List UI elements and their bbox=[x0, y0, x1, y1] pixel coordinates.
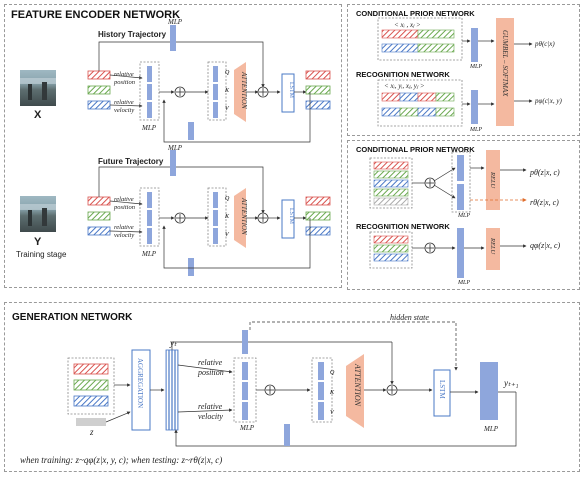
yt-label: yₜ bbox=[170, 338, 177, 348]
gumbel-softmax-block bbox=[496, 18, 514, 126]
cond-prior-title-bottom: CONDITIONAL PRIOR NETWORK bbox=[356, 145, 475, 154]
gumbel-softmax-text: GUMBEL – SOFTMAX bbox=[501, 30, 509, 97]
cp-input-label: < xᵢ , xⱼ > bbox=[394, 21, 421, 29]
mlp-label-bottom-1: MLP bbox=[168, 144, 182, 152]
rel-vel-bottom-2: velocity bbox=[114, 232, 135, 239]
yt-vector bbox=[165, 349, 179, 431]
rel-vel-top-1: relative bbox=[114, 99, 134, 106]
fut-v: V bbox=[225, 232, 230, 238]
aggregation-text: AGGREGATION bbox=[136, 358, 144, 408]
rel-pos-bottom-2: position bbox=[114, 204, 135, 211]
mid-right-panel bbox=[347, 140, 580, 290]
feature-encoder-panel bbox=[4, 4, 342, 288]
hist-input-green bbox=[87, 85, 111, 95]
rn-input-label: < xᵢ, yᵢ, xⱼ, yⱼ > bbox=[384, 82, 425, 90]
rel-pos-bottom-1: relative bbox=[114, 196, 134, 203]
generation-title: GENERATION NETWORK bbox=[12, 312, 133, 323]
fut-lstm-text: LSTM bbox=[288, 208, 294, 225]
relu-text-top: RELU bbox=[489, 171, 496, 190]
gen-k: K bbox=[329, 390, 335, 396]
fut-q: Q bbox=[225, 196, 230, 202]
mlp-label-top-2: MLP bbox=[142, 124, 156, 132]
hidden-state-label: hidden state bbox=[390, 313, 429, 322]
fut-k: K bbox=[224, 214, 230, 220]
fut-attention-block bbox=[234, 188, 246, 248]
relu-block-bottom bbox=[486, 228, 500, 270]
cond-prior-title-top: CONDITIONAL PRIOR NETWORK bbox=[356, 9, 475, 18]
gen-lstm-text: LSTM bbox=[438, 380, 446, 399]
gen-attention-text: ATTENTION bbox=[353, 363, 362, 407]
gen-rel-vel-1: relative bbox=[198, 402, 223, 411]
r-z-label: rθ(z|x, c) bbox=[530, 198, 559, 207]
gen-v: V bbox=[330, 410, 335, 416]
recognition-title-bottom: RECOGNITION NETWORK bbox=[356, 222, 450, 231]
generation-diagram: AGGREGATION Q bbox=[67, 321, 517, 447]
generation-footer: when training: z~qφ(z|x, y, c); when tes… bbox=[20, 455, 223, 465]
rel-vel-top-2: velocity bbox=[114, 107, 135, 114]
hist-mlp-3 bbox=[147, 102, 152, 118]
future-branch: Q K V ATTENTION LSTM bbox=[87, 150, 331, 276]
scene-image-y bbox=[20, 196, 56, 232]
rel-vel-bottom-1: relative bbox=[114, 224, 134, 231]
gen-output-mlp bbox=[480, 362, 498, 420]
p-c-x-label: pθ(c|x) bbox=[535, 40, 555, 48]
generation-panel bbox=[4, 302, 580, 472]
yt1-label: yₜ₊₁ bbox=[504, 378, 519, 388]
gen-mlp-label-2: MLP bbox=[484, 425, 498, 433]
z-label: z bbox=[90, 427, 94, 437]
history-trajectory-label: History Trajectory bbox=[98, 30, 167, 39]
hist-lstm bbox=[281, 73, 295, 113]
hist-mlp-1 bbox=[147, 66, 152, 82]
hist-attention-block bbox=[234, 62, 246, 122]
training-stage-label: Training stage bbox=[16, 250, 67, 259]
fut-lstm bbox=[281, 199, 295, 239]
p-z-label: pθ(z|x, c) bbox=[530, 168, 560, 177]
mlp-label-bottom-2: MLP bbox=[142, 250, 156, 258]
gen-q: Q bbox=[330, 370, 335, 376]
x-label: X bbox=[34, 109, 42, 121]
mlp-label-tr-2: MLP bbox=[470, 127, 482, 133]
gen-rel-pos-2: position bbox=[198, 368, 224, 377]
hist-attention-text: ATTENTION bbox=[240, 71, 248, 109]
hist-input-red bbox=[87, 70, 111, 80]
mlp-label-mr-2: MLP bbox=[458, 280, 470, 286]
q-z-label: qφ(z|x, c) bbox=[530, 241, 561, 250]
gen-rel-pos-1: relative bbox=[198, 358, 223, 367]
top-right-panel bbox=[347, 4, 580, 136]
hist-q: Q bbox=[225, 70, 230, 76]
feature-encoder-title: FEATURE ENCODER NETWORK bbox=[11, 9, 181, 21]
hist-k: K bbox=[224, 88, 230, 94]
relu-text-bottom: RELU bbox=[489, 237, 496, 256]
scene-image-x bbox=[20, 70, 56, 106]
gen-rel-vel-2: velocity bbox=[198, 412, 223, 421]
mlp-label-tr-1: MLP bbox=[470, 64, 482, 70]
z-block bbox=[76, 418, 106, 426]
recognition-title-top: RECOGNITION NETWORK bbox=[356, 70, 450, 79]
hist-top-mlp bbox=[170, 25, 176, 51]
hist-lstm-text: LSTM bbox=[288, 82, 294, 99]
fut-attention-text: ATTENTION bbox=[240, 197, 248, 235]
history-branch: Q K V ATTENTION LSTM bbox=[87, 25, 331, 143]
top-right-diagram: GUMBEL – SOFTMAX bbox=[377, 17, 533, 127]
mlp-label-mr-1: MLP bbox=[458, 213, 470, 219]
rel-pos-top-1: relative bbox=[114, 71, 134, 78]
mid-right-diagram: RELU RELU bbox=[369, 150, 527, 278]
future-trajectory-label: Future Trajectory bbox=[98, 157, 164, 166]
gen-attention-block bbox=[346, 354, 364, 428]
hist-mlp-2 bbox=[147, 84, 152, 100]
p-c-xy-label: pφ(c|x, y) bbox=[535, 97, 562, 105]
relu-block-top bbox=[486, 150, 500, 210]
y-label: Y bbox=[34, 236, 42, 248]
mlp-label-top-1: MLP bbox=[168, 18, 182, 26]
gen-lstm bbox=[433, 369, 451, 417]
gen-mlp-label-1: MLP bbox=[240, 424, 254, 432]
hist-v: V bbox=[225, 106, 230, 112]
hist-input-blue bbox=[87, 100, 111, 110]
rel-pos-top-2: position bbox=[114, 79, 135, 86]
